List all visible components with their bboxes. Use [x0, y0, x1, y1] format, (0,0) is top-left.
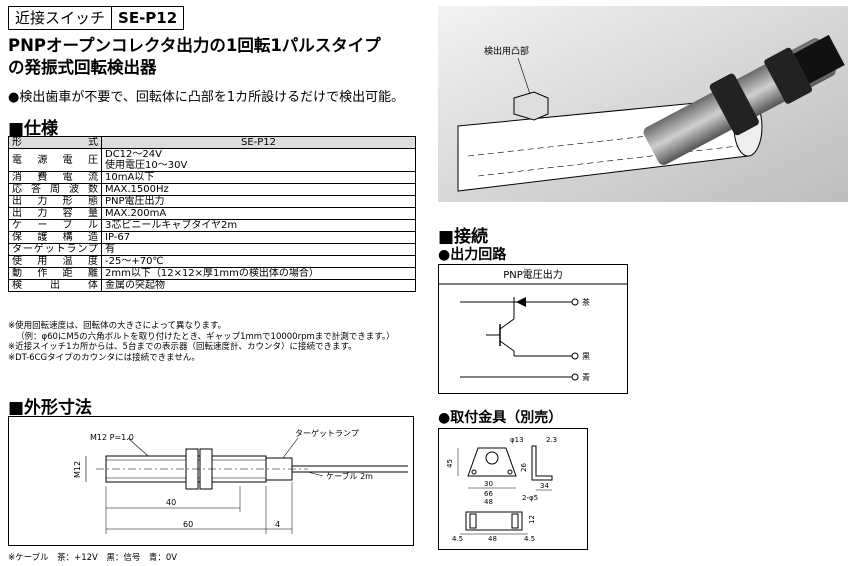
- circuit-box-title: PNP電圧出力: [503, 268, 563, 281]
- spec-header-value: SE-P12: [101, 136, 416, 149]
- note: ※使用回転速度は、回転体の大きさによって異なります。: [8, 321, 227, 331]
- dimension-drawing: M12 P=1.0 ターゲットランプ ケーブル 2m M12 40 60 4: [8, 416, 414, 546]
- headline-line-1: PNPオープンコレクタ出力の1回転1パルスタイプ: [8, 36, 381, 55]
- output-circuit-title: ●出力回路: [438, 247, 507, 263]
- spec-key: 出力形態: [8, 195, 102, 208]
- dim-48-bottom: 48: [488, 535, 497, 543]
- dim-4: 4: [275, 520, 280, 529]
- dim-48-top: 48: [484, 498, 493, 506]
- dim-30: 30: [484, 480, 493, 488]
- spec-value: 3芯ビニールキャブタイヤ2m: [101, 219, 416, 232]
- spec-value: IP-67: [101, 231, 416, 244]
- detection-bump-label: 検出用凸部: [484, 45, 529, 57]
- spec-key: 消費電流: [8, 171, 102, 184]
- output-circuit: PNP電圧出力 茶 黒 青: [438, 264, 628, 394]
- spec-key: ターゲットランプ: [8, 243, 102, 256]
- spec-value: MAX.1500Hz: [101, 183, 416, 196]
- spec-value: PNP電圧出力: [101, 195, 416, 208]
- spec-key: ケーブル: [8, 219, 102, 232]
- spec-key: 使用温度: [8, 255, 102, 268]
- dim-60: 60: [183, 520, 193, 529]
- spec-key: 動作距離: [8, 267, 102, 280]
- thread-label: M12 P=1.0: [90, 433, 134, 442]
- spec-header-row: 形 式 SE-P12: [8, 136, 416, 149]
- spec-value: MAX.200mA: [101, 207, 416, 220]
- spec-value-line-2: 使用電圧10〜30V: [105, 160, 188, 171]
- spec-header-key: 形 式: [8, 136, 102, 149]
- spec-key: 応答周波数: [8, 183, 102, 196]
- spec-value-line: DC12〜24V: [105, 149, 162, 160]
- note: ※DT-6CGタイプのカウンタには接続できません。: [8, 352, 200, 363]
- cable-label: ケーブル 2m: [326, 471, 373, 481]
- notes: ※使用回転速度は、回転体の大きさによって異なります。 （例：φ60にM5の六角ボ…: [8, 321, 428, 363]
- dim-12: 12: [528, 515, 536, 524]
- spec-key: 電源電圧: [8, 148, 102, 172]
- spec-key: 出力容量: [8, 207, 102, 220]
- dia-label: M12: [73, 461, 82, 478]
- terminal-blue: 青: [582, 372, 590, 382]
- dim-4-5-left: 4.5: [452, 535, 463, 543]
- headline-line-2: の発振式回転検出器: [8, 58, 157, 77]
- headline: PNPオープンコレクタ出力の1回転1パルスタイプ の発振式回転検出器: [8, 35, 428, 79]
- dim-4-5-right: 4.5: [524, 535, 535, 543]
- category-label: 近接スイッチ: [9, 7, 113, 29]
- spec-key: 保護構造: [8, 231, 102, 244]
- spec-heading: ■仕様: [8, 119, 59, 139]
- dim-40: 40: [166, 498, 176, 507]
- spec-value: 2mm以下（12×12×厚1mmの検出体の場合）: [101, 267, 416, 280]
- terminal-black: 黒: [582, 352, 590, 361]
- connection-heading: ■接続: [438, 227, 489, 247]
- dim-26: 26: [520, 463, 528, 472]
- note: ※近接スイッチ1カ所からは、5台までの表示器（回転速度計、カウンタ）に接続できま…: [8, 342, 357, 352]
- spec-value: -25〜+70℃: [101, 255, 416, 268]
- bracket-drawing: φ13 2.3 45 26 30 66 48 34 2-φ5 4.5 48 4.…: [438, 428, 588, 550]
- sensor-photo: 検出用凸部: [438, 6, 848, 202]
- spec-value: 10mA以下: [101, 171, 416, 184]
- spec-key: 検出体: [8, 279, 102, 292]
- spec-value: 有: [101, 243, 416, 256]
- note: （例：φ60にM5の六角ボルトを取り付けたとき、ギャップ1mmで10000rpm…: [16, 331, 395, 342]
- dim-34: 34: [540, 482, 549, 490]
- dim-2-3: 2.3: [546, 436, 557, 444]
- feature-text: ●検出歯車が不要で、回転体に凸部を1カ所設けるだけで検出可能。: [8, 90, 405, 105]
- model-label: SE-P12: [118, 9, 178, 27]
- dim-66: 66: [484, 490, 493, 498]
- bracket-title: ●取付金具（別売）: [438, 410, 563, 426]
- cable-note: ※ケーブル 茶：+12V 黒：信号 青：0V: [8, 553, 178, 563]
- dim-45: 45: [446, 459, 454, 468]
- terminal-brown: 茶: [582, 297, 590, 307]
- dim-2-phi5: 2-φ5: [522, 494, 538, 502]
- dimension-heading: ■外形寸法: [8, 398, 93, 418]
- lamp-label: ターゲットランプ: [295, 428, 359, 438]
- spec-value: 金属の突起物: [101, 279, 416, 292]
- product-title-box: 近接スイッチ SE-P12: [8, 6, 185, 30]
- spec-row: ターゲットランプ有: [8, 243, 416, 256]
- spec-row: 検出体金属の突起物: [8, 279, 416, 292]
- dim-phi13: φ13: [510, 436, 524, 444]
- spec-row: 使用温度-25〜+70℃: [8, 255, 416, 268]
